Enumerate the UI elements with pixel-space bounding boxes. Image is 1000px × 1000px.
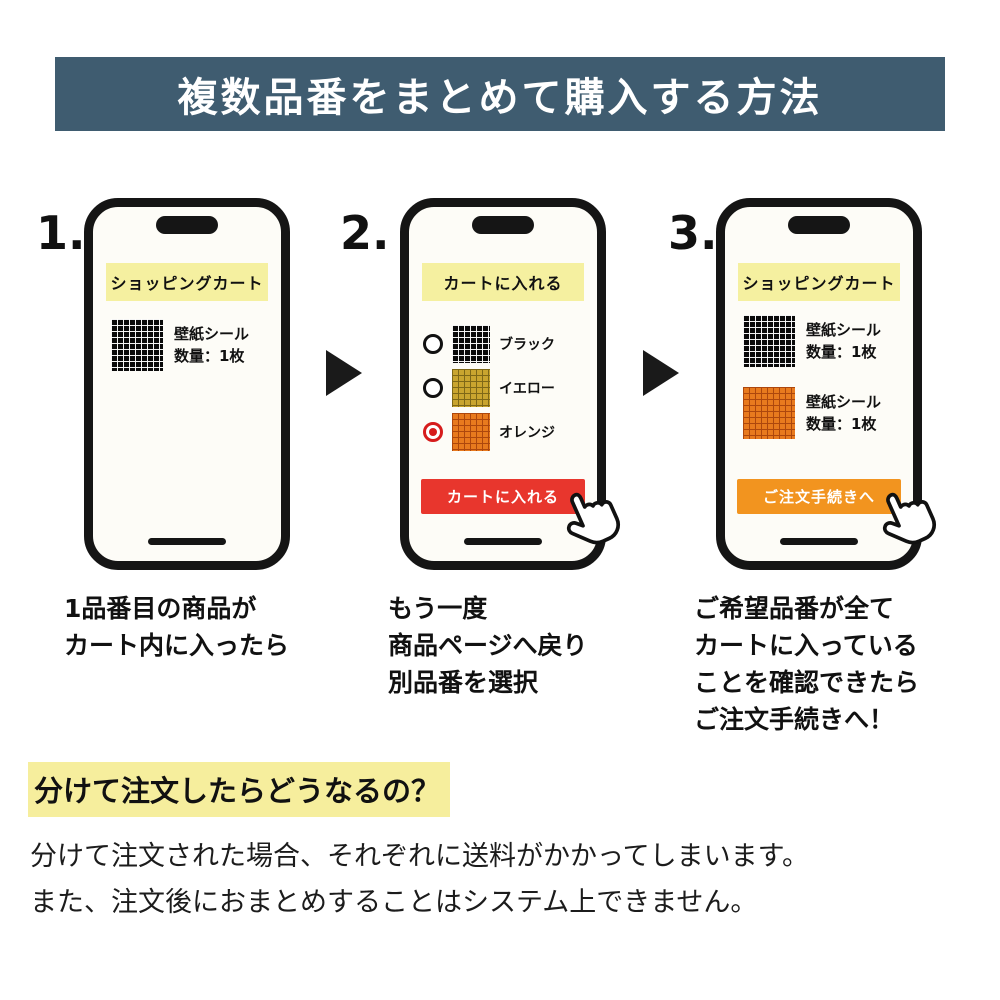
hand-cursor-icon [867, 475, 956, 569]
radio-button[interactable] [423, 422, 443, 442]
shopping-cart-banner: ショッピングカート [738, 263, 900, 301]
radio-button[interactable] [423, 378, 443, 398]
phone-home-bar [148, 538, 226, 545]
color-option-yellow[interactable]: イエロー [423, 369, 591, 407]
arrow-right-icon [326, 350, 362, 396]
item-name: 壁紙シール [806, 321, 882, 339]
orange-grid-swatch [452, 413, 490, 451]
color-option-label: オレンジ [499, 425, 555, 441]
color-option-label: ブラック [499, 337, 555, 353]
step-2-caption: もう一度 商品ページへ戻り 別品番を選択 [388, 594, 588, 697]
orange-grid-swatch [743, 387, 795, 439]
notice-heading: 分けて注文したらどうなるの？ [28, 762, 451, 817]
step-1-caption: 1品番目の商品が カート内に入ったら [64, 594, 290, 660]
item-qty: 数量：1枚 [806, 415, 877, 433]
phone-notch [156, 216, 218, 234]
phone-step-2: カートに入れる ブラック イエロー オレンジ カートに入れる [400, 198, 621, 570]
item-qty: 数量：1枚 [174, 347, 245, 365]
item-qty: 数量：1枚 [806, 343, 877, 361]
phone-step-1: ショッピングカート 壁紙シール 数量：1枚 [84, 198, 290, 570]
add-to-cart-banner: カートに入れる [422, 263, 584, 301]
cart-item-text: 壁紙シール 数量：1枚 [806, 321, 881, 361]
step-2-number: 2. [340, 206, 390, 260]
phone-home-bar [780, 538, 858, 545]
cart-item: 壁紙シール 数量：1枚 [111, 319, 273, 371]
black-grid-swatch [452, 325, 490, 363]
cart-item: 壁紙シール 数量：1枚 [743, 315, 905, 367]
phone-notch [472, 216, 534, 234]
black-grid-swatch [743, 315, 795, 367]
phone-step-3: ショッピングカート 壁紙シール 数量：1枚 壁紙シール 数量：1枚 ご注文手続き… [716, 198, 937, 570]
notice-body: 分けて注文された場合、それぞれに送料がかかってしまいます。 また、注文後におまと… [30, 841, 809, 918]
phone-home-bar [464, 538, 542, 545]
black-grid-swatch [111, 319, 163, 371]
item-name: 壁紙シール [174, 325, 250, 343]
color-option-orange[interactable]: オレンジ [423, 413, 591, 451]
color-option-black[interactable]: ブラック [423, 325, 591, 363]
yellow-grid-swatch [452, 369, 490, 407]
page-title-text: 複数品番をまとめて購入する方法 [177, 75, 823, 121]
radio-button[interactable] [423, 334, 443, 354]
item-name: 壁紙シール [806, 393, 882, 411]
color-option-label: イエロー [499, 381, 555, 397]
step-3-number: 3. [668, 206, 718, 260]
phone-notch [788, 216, 850, 234]
cart-item: 壁紙シール 数量：1枚 [743, 387, 905, 439]
page-title: 複数品番をまとめて購入する方法 [55, 57, 945, 131]
checkout-button[interactable]: ご注文手続きへ [737, 479, 901, 514]
cart-item-text: 壁紙シール 数量：1枚 [174, 325, 249, 365]
step-1-number: 1. [36, 206, 86, 260]
hand-cursor-icon [551, 475, 640, 569]
add-to-cart-button[interactable]: カートに入れる [421, 479, 585, 514]
arrow-right-icon [643, 350, 679, 396]
step-3-caption: ご希望品番が全て カートに入っている ことを確認できたら ご注文手続きへ！ [694, 594, 920, 734]
cart-item-text: 壁紙シール 数量：1枚 [806, 393, 881, 433]
shopping-cart-banner: ショッピングカート [106, 263, 268, 301]
